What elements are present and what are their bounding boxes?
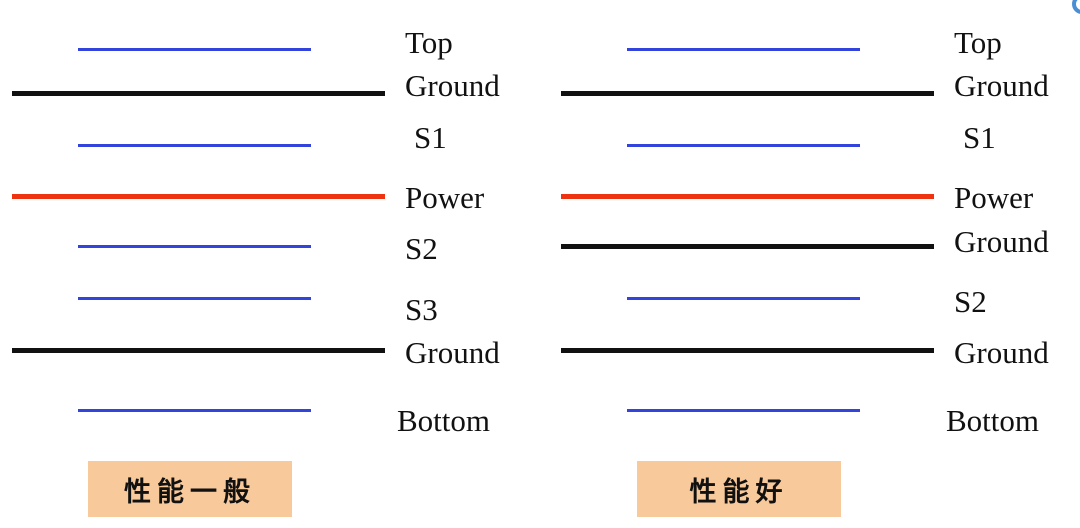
caption-general-performance: 性能一般 bbox=[88, 461, 292, 517]
layer-label-s1: S1 bbox=[414, 120, 447, 155]
layer-label-ground-3: Ground bbox=[954, 335, 1049, 370]
layer-line-ground-3 bbox=[561, 348, 934, 353]
layer-label-s1: S1 bbox=[963, 120, 996, 155]
layer-label-s2: S2 bbox=[405, 231, 438, 266]
layer-line-ground-2 bbox=[561, 244, 934, 249]
layer-label-top: Top bbox=[954, 25, 1002, 60]
layer-line-power bbox=[561, 194, 934, 199]
layer-line-ground bbox=[12, 91, 385, 96]
layer-line-top bbox=[627, 48, 860, 51]
layer-label-bottom: Bottom bbox=[946, 403, 1040, 438]
layer-label-ground-2: Ground bbox=[954, 224, 1049, 259]
stackup-general-performance: Top Ground S1 Power S2 S3 Ground Bottom … bbox=[12, 25, 500, 517]
layer-label-power: Power bbox=[405, 180, 485, 215]
layer-label-ground: Ground bbox=[405, 68, 500, 103]
layer-line-top bbox=[78, 48, 311, 51]
stackup-good-performance: Top Ground S1 Power Ground S2 Ground Bot… bbox=[549, 0, 1080, 528]
caption-good-performance: 性能好 bbox=[637, 461, 841, 517]
layer-label-bottom: Bottom bbox=[397, 403, 491, 438]
layer-line-s1 bbox=[627, 144, 860, 147]
layer-label-power: Power bbox=[954, 180, 1034, 215]
layer-line-s1 bbox=[78, 144, 311, 147]
layer-label-s3: S3 bbox=[405, 292, 438, 327]
layer-line-s2 bbox=[78, 245, 311, 248]
layer-line-bottom bbox=[627, 409, 860, 412]
layer-line-power bbox=[12, 194, 385, 199]
layer-label-s2: S2 bbox=[954, 284, 987, 319]
layer-label-ground-2: Ground bbox=[405, 335, 500, 370]
layer-line-s3 bbox=[78, 297, 311, 300]
layer-label-top: Top bbox=[405, 25, 453, 60]
circle-icon bbox=[1072, 0, 1080, 14]
layer-line-bottom bbox=[78, 409, 311, 412]
layer-label-ground: Ground bbox=[954, 68, 1049, 103]
layer-line-ground-2 bbox=[12, 348, 385, 353]
layer-line-ground bbox=[561, 91, 934, 96]
layer-line-s2 bbox=[627, 297, 860, 300]
